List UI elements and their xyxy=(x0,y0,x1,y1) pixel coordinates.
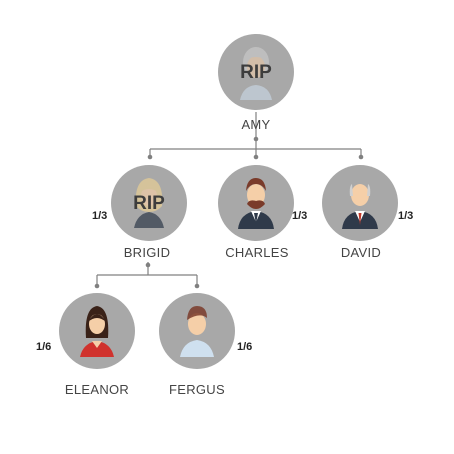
connector-amy-children xyxy=(149,112,362,155)
share-label-david: 1/3 xyxy=(398,210,414,222)
rip-label-brigid: RIP xyxy=(133,193,165,214)
rip-label-amy: RIP xyxy=(240,62,272,83)
avatar-eleanor xyxy=(59,293,135,369)
person-name-david: DAVID xyxy=(340,245,382,260)
person-name-fergus: FERGUS xyxy=(169,382,225,397)
avatar-david xyxy=(322,165,398,241)
person-name-brigid: BRIGID xyxy=(123,245,171,260)
blonde-woman-avatar-icon xyxy=(134,178,164,228)
avatar-amy xyxy=(218,34,294,110)
person-name-amy: AMY xyxy=(241,117,271,132)
person-name-charles: CHARLES xyxy=(225,245,289,260)
elderly-woman-avatar-icon xyxy=(240,47,272,100)
connector-dots-brigid-children xyxy=(94,262,200,289)
avatar-charles xyxy=(218,165,294,241)
person-name-eleanor: ELEANOR xyxy=(64,382,130,397)
young-man-avatar-icon xyxy=(180,306,214,357)
balding-man-avatar-icon xyxy=(342,184,378,229)
share-label-charles: 1/3 xyxy=(292,210,308,222)
avatar-fergus xyxy=(159,293,235,369)
woman-red-dress-avatar-icon xyxy=(80,306,114,357)
bearded-man-avatar-icon xyxy=(238,178,274,229)
share-label-fergus: 1/6 xyxy=(237,341,253,353)
share-label-brigid: 1/3 xyxy=(92,210,108,222)
share-label-eleanor: 1/6 xyxy=(36,341,52,353)
avatar-brigid xyxy=(111,165,187,241)
connector-dots-amy-children xyxy=(147,136,364,160)
